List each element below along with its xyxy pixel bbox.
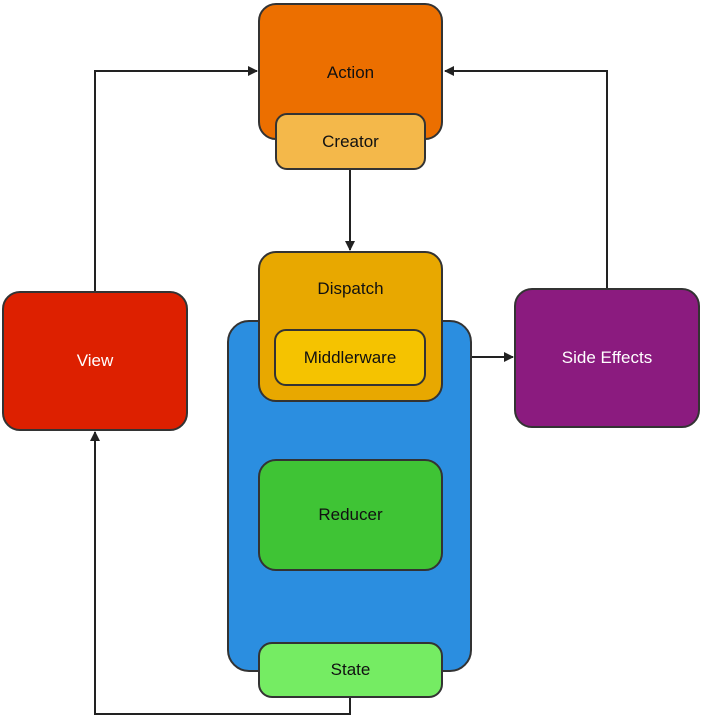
edge-side-effects-action	[444, 66, 608, 288]
middleware-label: Middlerware	[303, 347, 397, 367]
action-label: Action	[326, 63, 375, 82]
reducer-node: Reducer	[258, 459, 443, 571]
creator-label: Creator	[322, 131, 379, 151]
view-node: View	[2, 291, 188, 431]
state-node: State	[258, 642, 443, 698]
edge-state-view	[90, 431, 351, 715]
edge-view-action	[94, 66, 258, 291]
creator-node: Creator	[275, 113, 426, 170]
dispatch-label: Dispatch	[317, 279, 384, 298]
side-effects-label: Side Effects	[561, 348, 653, 367]
view-label: View	[76, 351, 114, 370]
middleware-node: Middlerware	[274, 329, 426, 386]
side-effects-node: Side Effects	[514, 288, 700, 428]
reducer-label: Reducer	[318, 505, 383, 524]
state-label: State	[330, 660, 371, 679]
